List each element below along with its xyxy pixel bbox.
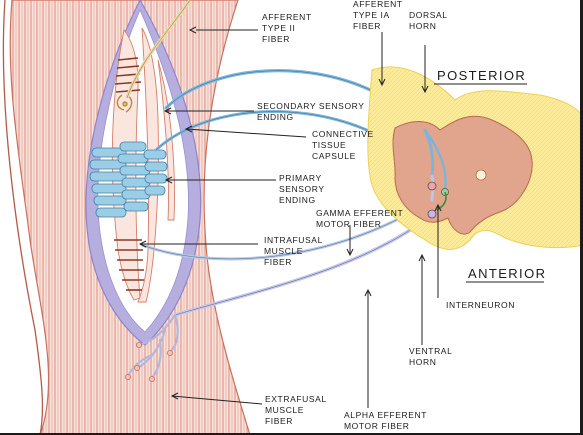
label-alpha-efferent: ALPHA EFFERENT MOTOR FIBER: [344, 410, 430, 431]
label-interneuron: INTERNEURON: [446, 300, 515, 310]
leader-lines: [138, 26, 442, 408]
frame-right-edge: [580, 0, 583, 435]
neuron-cell-bodies: [427, 181, 449, 219]
label-secondary-sensory: SECONDARY SENSORY ENDING: [257, 101, 367, 122]
interneuron: [436, 191, 447, 211]
label-gamma-efferent: GAMMA EFFERENT MOTOR FIBER: [316, 208, 406, 229]
afferent-type2-outline: [126, 0, 191, 99]
motor-end-plates: [126, 313, 179, 380]
label-anterior: ANTERIOR: [468, 266, 546, 281]
label-ventral-horn: VENTRAL HORN: [409, 346, 455, 367]
label-dorsal-horn: DORSAL HORN: [409, 10, 450, 31]
label-posterior: POSTERIOR: [437, 68, 526, 83]
label-afferent-type2: AFFERENT TYPE II FIBER: [262, 12, 314, 44]
label-afferent-type1a: AFFERENT TYPE IA FIBER: [353, 0, 405, 31]
secondary-sensory-ending: [116, 94, 133, 113]
label-intrafusal: INTRAFUSAL MUSCLE FIBER: [264, 235, 326, 267]
primary-sensory-ending: [89, 141, 168, 218]
muscle-left-edge: [2, 0, 44, 435]
spinal-cord-grey-matter: [392, 115, 533, 235]
frame-bottom-edge: [0, 433, 583, 435]
label-primary-sensory: PRIMARY SENSORY ENDING: [279, 173, 327, 205]
label-extrafusal: EXTRAFUSAL MUSCLE FIBER: [265, 394, 329, 426]
central-canal: [475, 169, 487, 181]
label-connective-tissue: CONNECTIVE TISSUE CAPSULE: [312, 129, 377, 161]
end-plate-terminals: [125, 341, 173, 382]
